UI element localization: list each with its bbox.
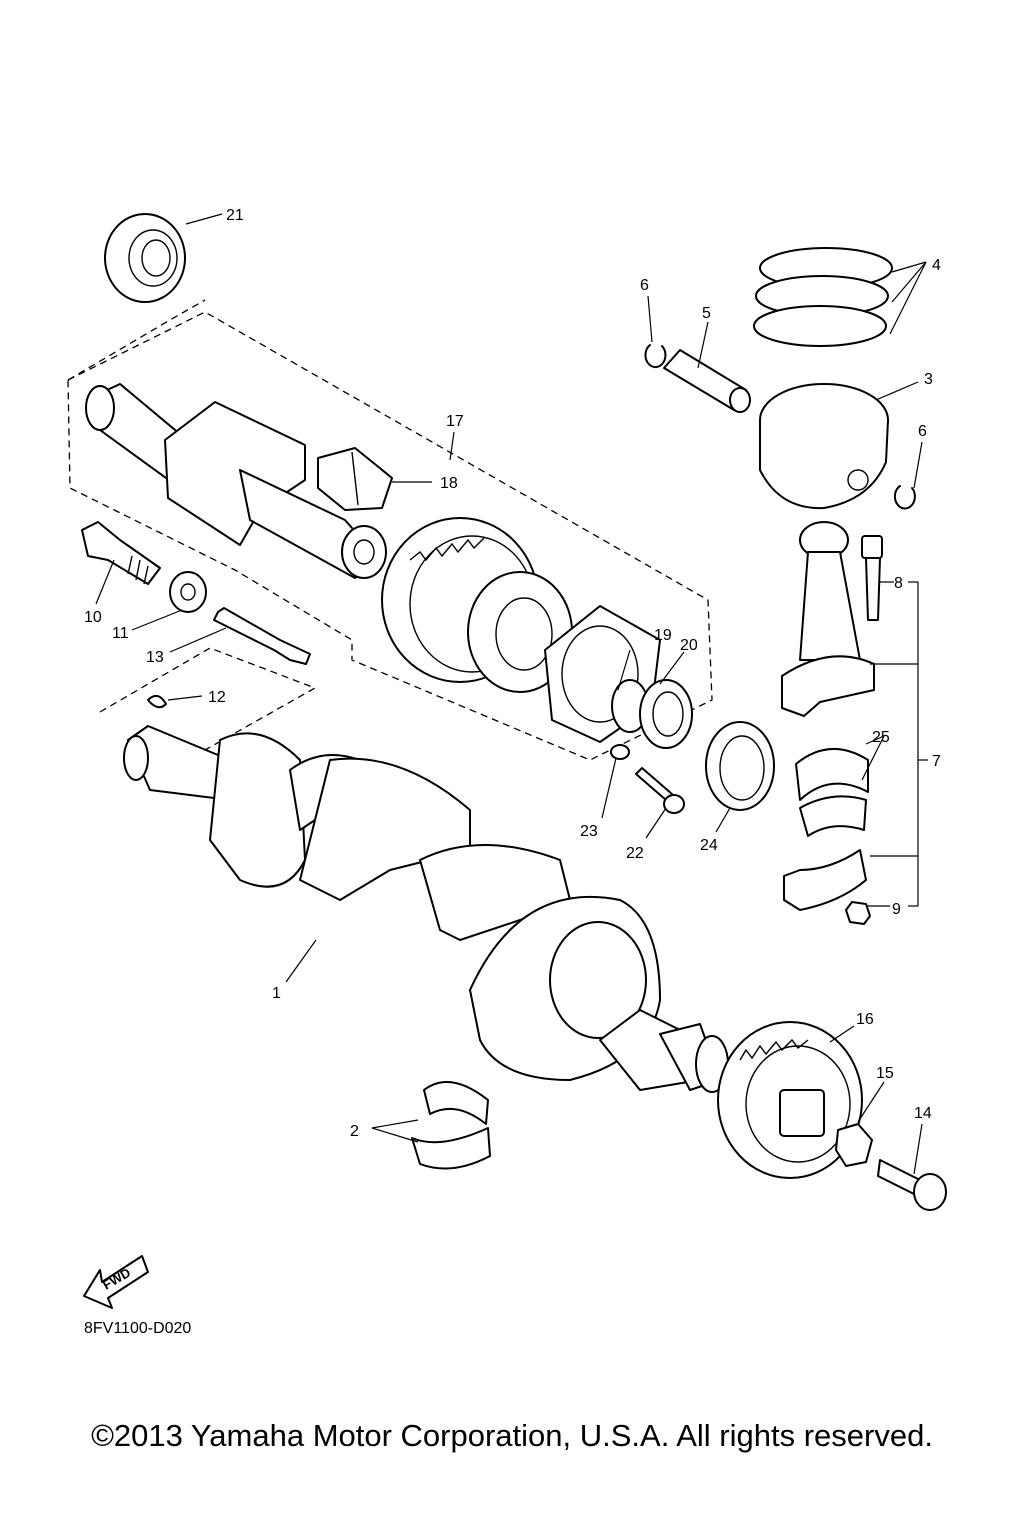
callout-21: 21 [226, 207, 244, 224]
part-23-washer [610, 744, 630, 760]
callout-10: 10 [84, 609, 102, 626]
part-11-washer [169, 571, 207, 613]
part-16-primary-gear [717, 1021, 863, 1179]
part-9-nut [845, 901, 871, 925]
part-5-piston-pin [663, 349, 751, 413]
bearing-21-outline [67, 299, 206, 381]
part-15-washer [835, 1123, 873, 1167]
callout-labels: 1 2 3 4 5 6 6 7 8 9 10 11 12 13 14 15 16… [84, 207, 941, 1140]
callout-2: 2 [350, 1123, 359, 1140]
callout-17: 17 [446, 413, 464, 430]
part-7-connecting-rod [781, 521, 875, 717]
callout-20: 20 [680, 637, 698, 654]
callout-12: 12 [208, 689, 226, 706]
part-20-collar [639, 679, 693, 749]
part-17-balancer-shaft [85, 383, 387, 579]
part-10-bolt [81, 521, 161, 585]
part-14-bolt [877, 1159, 947, 1211]
callout-8: 8 [894, 575, 903, 592]
callout-19: 19 [654, 627, 672, 644]
part-8-bolt [861, 535, 883, 621]
part-6-clip-a [644, 344, 667, 369]
part-6-clip-b [893, 485, 916, 510]
copyright-notice: ©2013 Yamaha Motor Corporation, U.S.A. A… [91, 1418, 933, 1453]
callout-25: 25 [872, 729, 890, 746]
assembly-17-outline [67, 311, 713, 761]
callout-1: 1 [272, 985, 281, 1002]
callout-3: 3 [924, 371, 933, 388]
callout-9: 9 [892, 901, 901, 918]
callout-6b: 6 [918, 423, 927, 440]
part-7-rod-cap [783, 849, 867, 911]
callout-11: 11 [112, 625, 129, 642]
callout-4: 4 [932, 257, 941, 274]
callout-18: 18 [440, 475, 458, 492]
leader-lines [95, 213, 928, 1175]
callout-13: 13 [146, 649, 164, 666]
callout-16: 16 [856, 1011, 874, 1028]
part-18-weight [317, 447, 393, 511]
part-22-bolt [635, 767, 685, 814]
part-3-piston [759, 383, 889, 510]
part-2-main-bearing [411, 1081, 491, 1170]
diagram-code: 8FV1100-D020 [84, 1320, 192, 1337]
callout-15: 15 [876, 1065, 894, 1082]
part-12-key [147, 694, 167, 709]
callout-22: 22 [626, 845, 644, 862]
part-4-piston-rings [753, 247, 893, 347]
callout-24: 24 [700, 837, 718, 854]
part-17-driven-gear [381, 517, 573, 693]
part-1-crankshaft [123, 725, 729, 1093]
part-13-plate [213, 607, 311, 665]
kit-12-outline [99, 647, 317, 751]
callout-14: 14 [914, 1105, 932, 1122]
callout-5: 5 [702, 305, 711, 322]
part-21-bearing [104, 213, 186, 303]
part-24-oil-seal [705, 721, 775, 811]
callout-7: 7 [932, 753, 941, 770]
fwd-arrow-icon [83, 1255, 149, 1309]
part-25-rod-bearing [795, 748, 869, 837]
callout-23: 23 [580, 823, 598, 840]
callout-6a: 6 [640, 277, 649, 294]
